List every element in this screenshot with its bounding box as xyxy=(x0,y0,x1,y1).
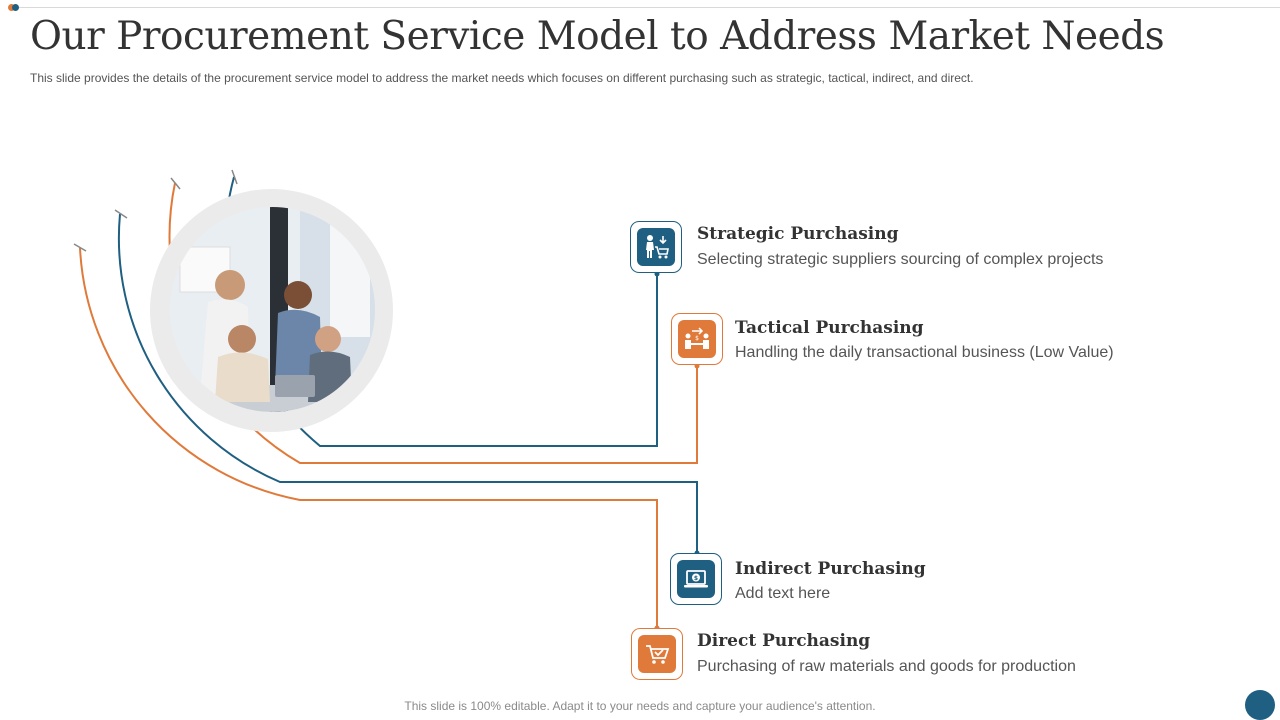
arc-cap-strategic xyxy=(231,169,238,185)
indirect-title: Indirect Purchasing xyxy=(735,559,926,579)
direct-description: Purchasing of raw materials and goods fo… xyxy=(697,658,1076,675)
direct-icon-box xyxy=(631,628,683,680)
corner-brand-circle xyxy=(1245,690,1275,720)
person-cart-icon xyxy=(637,228,675,266)
brand-dot-orange xyxy=(8,4,15,11)
arc-cap-indirect xyxy=(114,209,128,219)
svg-text:$: $ xyxy=(694,575,698,582)
connector-direct xyxy=(79,247,658,630)
shopping-cart-check-icon xyxy=(638,635,676,673)
direct-title: Direct Purchasing xyxy=(697,631,871,651)
strategic-title: Strategic Purchasing xyxy=(697,224,899,244)
slide-title: Our Procurement Service Model to Address… xyxy=(30,14,1165,59)
tactical-title: Tactical Purchasing xyxy=(735,318,924,338)
brand-dot-blue xyxy=(12,4,19,11)
slide-subtitle: This slide provides the details of the p… xyxy=(30,71,974,85)
footer-note: This slide is 100% editable. Adapt it to… xyxy=(404,699,876,713)
team-meeting-photo xyxy=(170,207,375,412)
tactical-icon-box: $ xyxy=(671,313,723,365)
handshake-exchange-icon: $ xyxy=(678,320,716,358)
indirect-description: Add text here xyxy=(735,585,831,602)
strategic-icon-box xyxy=(630,221,682,273)
arc-cap-direct xyxy=(73,243,87,252)
connector-indirect xyxy=(117,213,698,555)
top-divider-line xyxy=(18,7,1280,8)
laptop-dollar-icon: $ xyxy=(677,560,715,598)
indirect-icon-box: $ xyxy=(670,553,722,605)
svg-text:$: $ xyxy=(695,335,699,342)
tactical-description: Handling the daily transactional busines… xyxy=(735,344,1114,361)
arc-cap-tactical xyxy=(170,177,181,190)
strategic-description: Selecting strategic suppliers sourcing o… xyxy=(697,251,1104,268)
